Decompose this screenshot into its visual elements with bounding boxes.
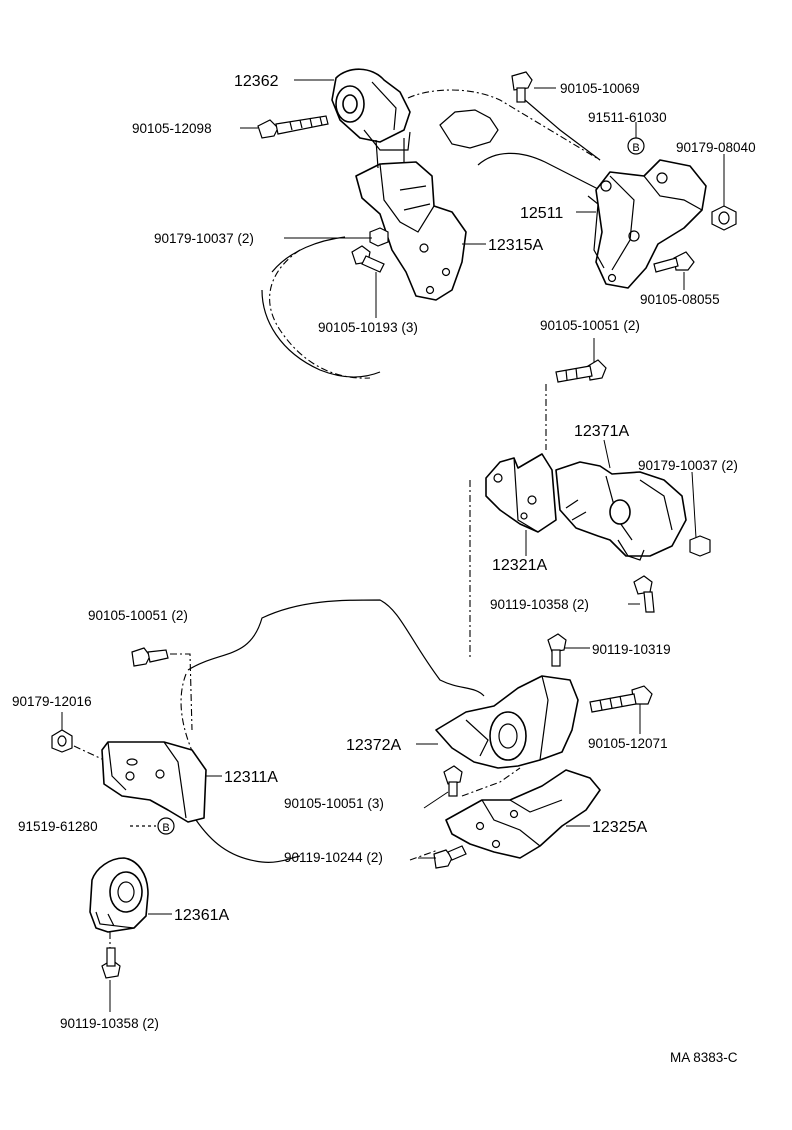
label-90119-10358-mid: 90119-10358 (2) bbox=[490, 597, 589, 612]
bolt-90119-10358-bottom bbox=[101, 947, 121, 979]
bolt-90105-10051-left bbox=[131, 647, 169, 667]
bolt-90105-10051-mid bbox=[555, 359, 607, 383]
label-90105-12098: 90105-12098 bbox=[132, 121, 212, 136]
label-91511-61030: 91511-61030 bbox=[588, 110, 667, 125]
nut-90179-10037-top bbox=[369, 227, 389, 247]
marker-b-label: B bbox=[162, 822, 169, 834]
part-12315A-bracket bbox=[355, 138, 467, 301]
label-90119-10244: 90119-10244 (2) bbox=[284, 850, 383, 865]
label-90105-12071: 90105-12071 bbox=[588, 736, 668, 751]
label-12362: 12362 bbox=[234, 73, 279, 90]
figure-code: MA 8383-C bbox=[670, 1050, 738, 1065]
label-90105-10051-mid: 90105-10051 (2) bbox=[540, 318, 640, 333]
nut-90179-08040 bbox=[711, 205, 737, 231]
bolt-90119-10358-mid bbox=[633, 575, 655, 613]
label-12315A: 12315A bbox=[488, 237, 543, 254]
bolt-90105-08055 bbox=[653, 251, 695, 273]
marker-b-label: B bbox=[632, 142, 639, 154]
part-12311A-bracket bbox=[101, 741, 207, 823]
leader-lines bbox=[61, 79, 725, 1012]
marker-b-top: B bbox=[627, 137, 645, 155]
marker-b-lower: B bbox=[157, 817, 175, 835]
label-90179-10037-right: 90179-10037 (2) bbox=[638, 458, 738, 473]
bolt-90105-10069 bbox=[511, 71, 533, 103]
label-91519-61280: 91519-61280 bbox=[18, 819, 98, 834]
label-90105-10069: 90105-10069 bbox=[560, 81, 640, 96]
part-labels: 12362 90105-10069 90105-12098 91511-6103… bbox=[12, 73, 756, 1065]
bolt-90119-10244 bbox=[433, 845, 467, 869]
label-12311A: 12311A bbox=[224, 769, 278, 786]
part-12372A-mount bbox=[435, 675, 579, 769]
label-12372A: 12372A bbox=[346, 737, 401, 754]
bolt-90105-10193 bbox=[351, 245, 385, 273]
part-12321A-bracket bbox=[485, 453, 557, 533]
label-12325A: 12325A bbox=[592, 819, 647, 836]
label-90119-10319: 90119-10319 bbox=[592, 642, 671, 657]
bolt-90105-12071 bbox=[589, 685, 653, 713]
nut-90179-10037-right bbox=[689, 535, 711, 557]
label-90179-12016: 90179-12016 bbox=[12, 694, 92, 709]
engine-outline-top bbox=[261, 89, 601, 379]
bolt-90119-10319 bbox=[547, 633, 567, 667]
label-90105-10051-low: 90105-10051 (3) bbox=[284, 796, 384, 811]
bolt-90105-12098 bbox=[257, 115, 329, 139]
part-12371A-insulator bbox=[555, 461, 687, 561]
guide-line-nut bbox=[73, 745, 105, 761]
guide-line-low bbox=[461, 767, 521, 797]
label-90105-08055: 90105-08055 bbox=[640, 292, 720, 307]
label-90179-08040: 90179-08040 bbox=[676, 140, 756, 155]
guide-line-left bbox=[170, 653, 193, 731]
label-90105-10051-left: 90105-10051 (2) bbox=[88, 608, 188, 623]
nut-90179-12016 bbox=[51, 729, 73, 753]
label-90105-10193: 90105-10193 (3) bbox=[318, 320, 418, 335]
part-12325A-bracket bbox=[445, 769, 601, 859]
label-90179-10037-top: 90179-10037 (2) bbox=[154, 231, 254, 246]
bolt-90105-10051-low bbox=[443, 765, 463, 797]
label-12321A: 12321A bbox=[492, 557, 547, 574]
part-12361A-insulator bbox=[89, 857, 149, 933]
part-12511-member bbox=[587, 159, 707, 289]
part-12362-insulator bbox=[331, 68, 411, 151]
label-12511: 12511 bbox=[520, 205, 563, 222]
label-90119-10358-bottom: 90119-10358 (2) bbox=[60, 1016, 159, 1031]
label-12361A: 12361A bbox=[174, 907, 229, 924]
label-12371A: 12371A bbox=[574, 423, 629, 440]
